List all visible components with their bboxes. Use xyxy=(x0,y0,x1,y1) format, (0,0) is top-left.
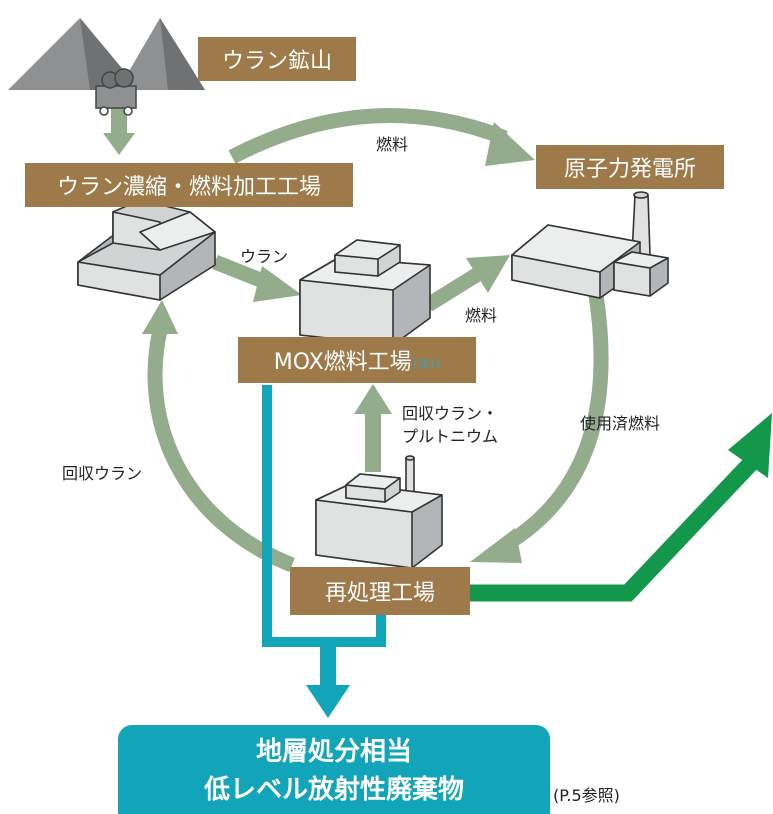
factory-building-icon xyxy=(77,199,216,301)
reprocessing-plant-box: 再処理工場 xyxy=(290,567,470,615)
arrow-spent-fuel xyxy=(470,293,609,563)
enrichment-plant-label: ウラン濃縮・燃料加工工場 xyxy=(56,175,321,200)
arrow-recovered-uranium xyxy=(142,300,295,572)
waste-box: 地層処分相当 低レベル放射性廃棄物 xyxy=(118,725,550,814)
uranium-mine-label: ウラン鉱山 xyxy=(221,49,332,74)
waste-line-1: 地層処分相当 xyxy=(255,737,412,767)
mox-note: (注1) xyxy=(413,357,441,370)
waste-line-2: 低レベル放射性廃棄物 xyxy=(203,775,464,805)
reprocessing-plant-icon xyxy=(315,455,443,569)
arrow-uranium-to-mox xyxy=(212,255,302,302)
power-plant-label: 原子力発電所 xyxy=(563,157,696,182)
label-recovered-u-pu-1: 回収ウラン・ xyxy=(402,404,499,423)
label-fuel-top: 燃料 xyxy=(376,135,409,154)
label-recovered-u-pu-2: プルトニウム xyxy=(402,427,499,446)
mox-building-icon xyxy=(299,239,431,346)
power-plant-box: 原子力発電所 xyxy=(536,145,724,189)
label-recovered-uranium: 回収ウラン xyxy=(62,464,143,483)
arrow-fuel-mox-to-power-plant xyxy=(424,255,510,312)
label-spent-fuel: 使用済燃料 xyxy=(580,414,661,433)
enrichment-plant-box: ウラン濃縮・燃料加工工場 xyxy=(25,163,353,207)
mine-pyramid-icon xyxy=(8,18,205,116)
mox-plant-label: MOX燃料工場 xyxy=(273,350,412,375)
reference-note: (P.5参照) xyxy=(553,786,620,805)
arrow-mine-to-enrichment xyxy=(103,105,135,155)
mox-plant-box: MOX燃料工場 (注1) xyxy=(238,337,476,383)
arrow-green-export xyxy=(470,413,772,602)
arrow-fuel-to-power-plant xyxy=(228,108,535,166)
label-uranium: ウラン xyxy=(240,247,289,266)
label-fuel-mid: 燃料 xyxy=(465,306,498,325)
arrow-recovered-u-pu xyxy=(354,384,392,472)
reprocessing-plant-label: 再処理工場 xyxy=(324,581,435,606)
power-plant-icon xyxy=(511,191,669,299)
uranium-mine-box: ウラン鉱山 xyxy=(198,37,356,81)
arrow-waste xyxy=(262,385,386,718)
